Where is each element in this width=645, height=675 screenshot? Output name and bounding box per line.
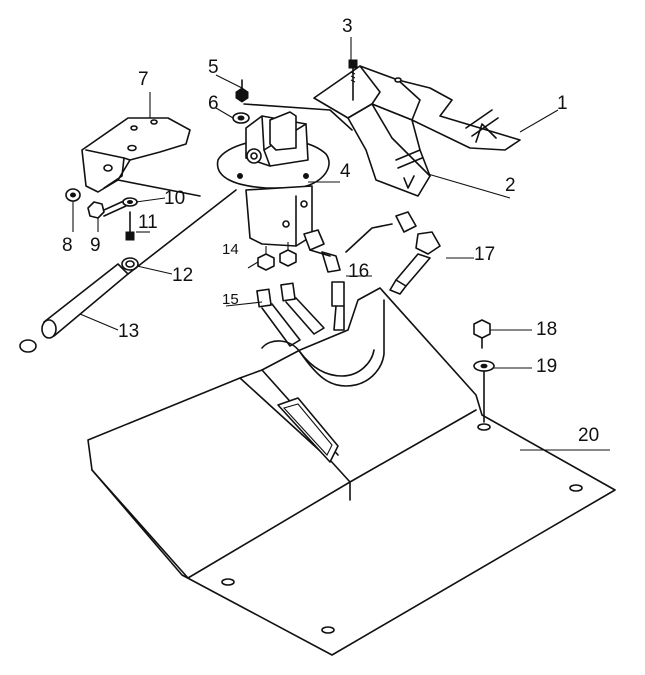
part-10-washer	[122, 197, 138, 207]
part-17-elbow-fitting	[345, 211, 441, 295]
part-12-clip	[121, 257, 139, 271]
callout-5: 5	[208, 57, 219, 78]
leader-lines	[72, 37, 610, 451]
part-18-bolt	[473, 319, 491, 349]
part-14-fitting	[257, 242, 297, 271]
callout-3: 3	[342, 16, 353, 37]
callout-18: 18	[536, 319, 558, 340]
callout-7: 7	[138, 69, 149, 90]
callout-19: 19	[536, 356, 558, 377]
part-7-bracket	[81, 117, 201, 197]
callout-10: 10	[164, 188, 186, 209]
part-19-washer	[473, 360, 495, 423]
callout-20: 20	[578, 425, 600, 446]
callout-1: 1	[557, 93, 568, 114]
callout-11: 11	[138, 212, 158, 233]
part-2-bracket	[347, 103, 431, 197]
callout-13: 13	[118, 321, 140, 342]
callout-15: 15	[222, 291, 239, 308]
part-15-hose-ends	[256, 282, 325, 347]
callout-6: 6	[208, 93, 219, 114]
callout-16: 16	[348, 261, 370, 282]
callout-17: 17	[474, 244, 496, 265]
part-20-base-plate	[87, 287, 616, 656]
part-6-washer	[232, 112, 250, 124]
part-16-hose-connectors	[303, 229, 345, 331]
part-3-screw	[348, 59, 358, 101]
part-9-bolt	[87, 199, 127, 219]
part-1-bracket	[313, 65, 521, 151]
callout-2: 2	[505, 175, 516, 196]
part-13-shaft	[19, 189, 237, 353]
callout-9: 9	[90, 235, 101, 256]
callout-8: 8	[62, 235, 73, 256]
callout-14: 14	[222, 241, 239, 258]
callout-12: 12	[172, 265, 194, 286]
part-5-nut	[235, 79, 249, 103]
part-8-washer	[65, 188, 81, 202]
part-11-screw	[125, 211, 135, 241]
part-4-valve-body	[216, 103, 353, 247]
callout-4: 4	[340, 161, 351, 182]
